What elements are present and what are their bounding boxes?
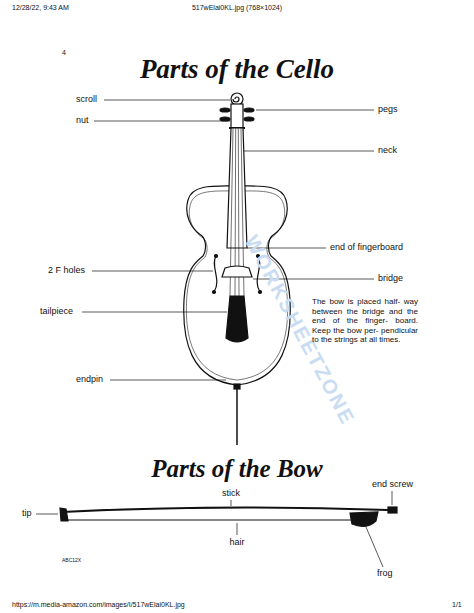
section-title: Parts of the Bow [151, 456, 323, 481]
part-label: bridge [378, 274, 403, 283]
fingerboard-shape [227, 128, 247, 248]
part-label: nut [76, 116, 89, 125]
header-text: 12/28/22, 9:43 AM [12, 4, 69, 11]
f-hole [214, 256, 217, 292]
endpin-button [234, 384, 240, 389]
page-number: 4 [62, 49, 66, 56]
bow-drawing [60, 507, 397, 526]
scroll-shape [231, 93, 243, 105]
part-label: frog [377, 569, 393, 578]
part-label: end of fingerboard [330, 243, 403, 252]
code-text: ABC12X [62, 558, 81, 563]
bridge-shape [222, 266, 252, 277]
note-text: The bow is placed half- way between the … [312, 297, 418, 345]
footer-text: https://m.media-amazon.com/images/I/517w… [12, 601, 185, 608]
scroll-spiral [233, 97, 239, 102]
part-label: tip [22, 509, 32, 518]
page-title: Parts of the Cello [140, 56, 334, 83]
bow-leader-lines [36, 491, 392, 567]
end-screw-shape [388, 507, 397, 513]
part-label: end screw [372, 480, 413, 489]
bow-stick [62, 507, 388, 512]
part-label: 2 F holes [48, 266, 85, 275]
part-label: stick [222, 489, 240, 498]
part-label: neck [378, 146, 397, 155]
bow-hair [66, 519, 352, 520]
pegbox [231, 104, 243, 128]
part-label: endpin [76, 375, 103, 384]
endpin-shape [236, 389, 238, 445]
bow-tip-head [60, 508, 68, 521]
part-label: scroll [76, 95, 97, 104]
part-label: hair [229, 538, 244, 547]
header-text: 517wElai0KL.jpg (768×1024) [192, 4, 282, 11]
footer-text: 1/1 [452, 601, 462, 608]
tailpiece-shape [226, 296, 248, 342]
part-label: pegs [378, 105, 398, 114]
pegs-shape [220, 108, 254, 121]
part-label: tailpiece [40, 307, 73, 316]
bow-frog [350, 512, 378, 526]
